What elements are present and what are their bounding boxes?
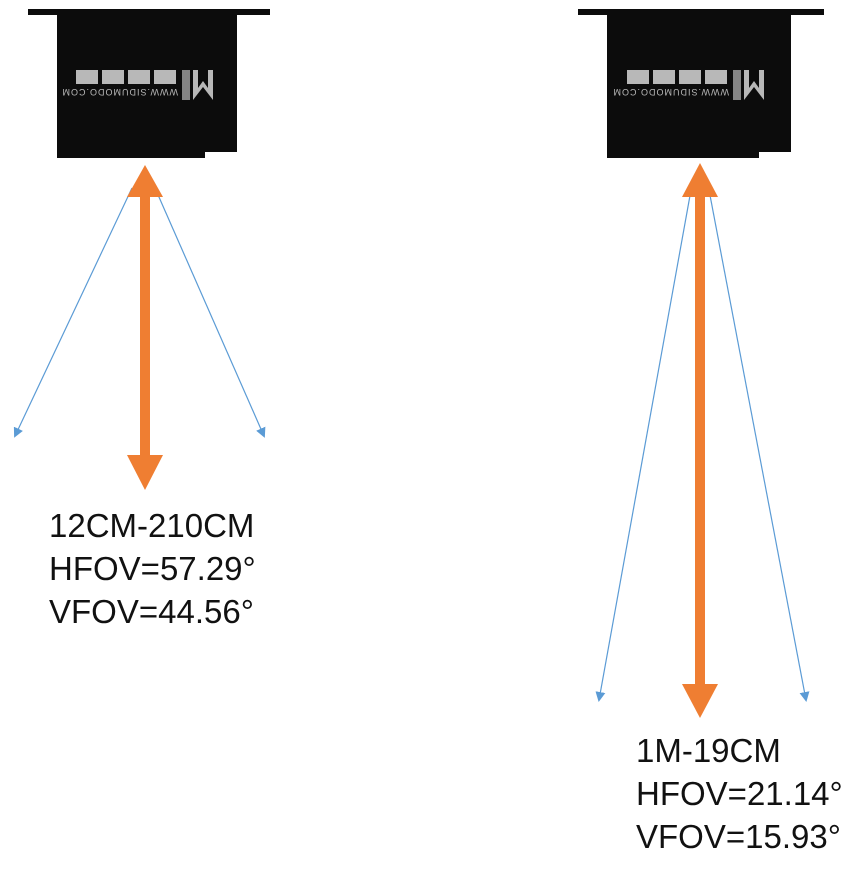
spec-label-right: 1M-19CM HFOV=21.14° VFOV=15.93° xyxy=(636,729,843,858)
range-label: 12CM-210CM xyxy=(49,507,255,544)
vfov-label: VFOV=44.56° xyxy=(49,593,254,630)
fov-left-line-right xyxy=(154,187,266,438)
distance-arrow-left xyxy=(127,165,163,490)
hfov-label: HFOV=57.29° xyxy=(49,550,256,587)
fov-right-line-right xyxy=(708,189,810,702)
device-left: WWW.SIDUMODO.COM xyxy=(28,9,270,158)
fov-right-line-left xyxy=(595,189,692,702)
range-label: 1M-19CM xyxy=(636,732,781,769)
fov-right xyxy=(595,189,810,702)
hfov-label: HFOV=21.14° xyxy=(636,775,843,812)
logo-mark-icon xyxy=(182,70,213,100)
fov-left-line-left xyxy=(13,187,133,438)
device-left-logo-text: WWW.SIDUMODO.COM xyxy=(62,87,179,97)
device-right-logo-text: WWW.SIDUMODO.COM xyxy=(613,87,730,97)
logo-glyphs xyxy=(76,70,176,84)
device-right-logo: WWW.SIDUMODO.COM xyxy=(613,70,764,100)
spec-label-left: 12CM-210CM HFOV=57.29° VFOV=44.56° xyxy=(49,504,256,633)
distance-arrow-right xyxy=(682,163,718,718)
vfov-label: VFOV=15.93° xyxy=(636,818,841,855)
device-left-logo: WWW.SIDUMODO.COM xyxy=(62,70,213,100)
logo-mark-icon xyxy=(733,70,764,100)
device-right: WWW.SIDUMODO.COM xyxy=(578,9,824,158)
logo-glyphs xyxy=(627,70,727,84)
fov-left xyxy=(13,187,266,438)
